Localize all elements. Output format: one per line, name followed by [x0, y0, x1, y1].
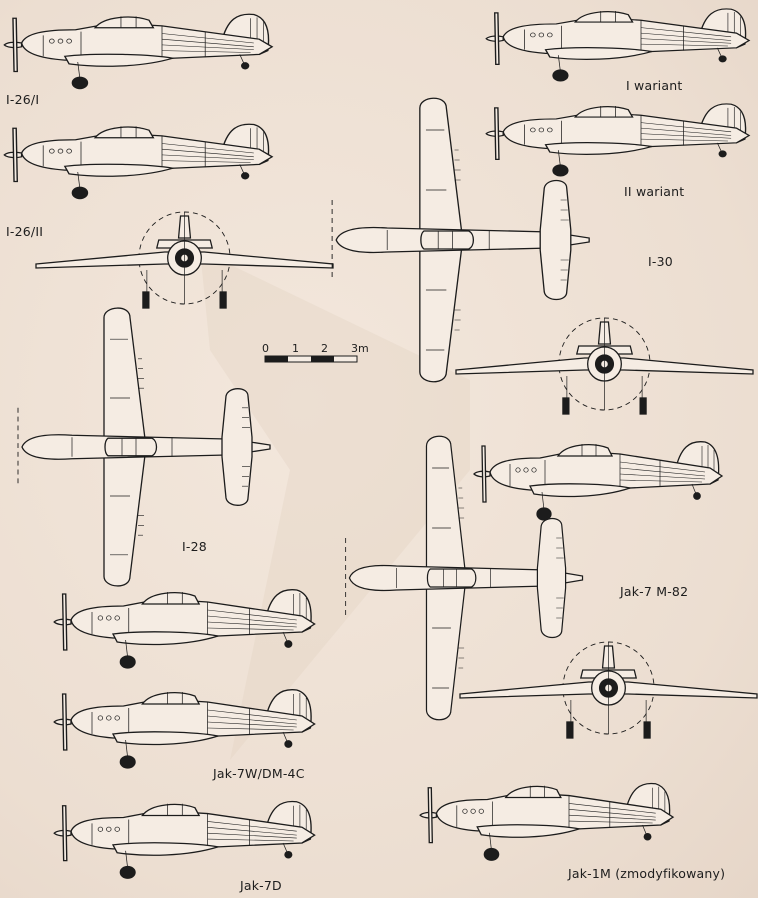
- scale-bar: 0 1 2 3m: [262, 342, 369, 363]
- scale-tick-0: 0: [262, 342, 269, 355]
- label-i26-1: I-26/I: [6, 92, 40, 107]
- variant-2-side-view: [485, 103, 750, 177]
- label-i26-2: I-26/II: [6, 224, 44, 239]
- jak7-m82-side-view: [473, 441, 723, 521]
- scale-tick-2: 2: [321, 342, 328, 355]
- label-variant-1: I wariant: [626, 78, 683, 93]
- jak1m-side-view: [419, 782, 674, 861]
- jak7-m82-front-view: [459, 641, 758, 739]
- label-variant-2: II wariant: [624, 184, 685, 199]
- jak7w-side-view-2: [53, 688, 316, 769]
- label-i28: I-28: [182, 539, 207, 554]
- i26-2-side-view: [3, 123, 273, 200]
- label-jak7d: Jak-7D: [240, 878, 282, 893]
- jak7d-side-view: [53, 800, 316, 879]
- scale-tick-3: 3m: [351, 342, 369, 355]
- label-jak7-m82: Jak-7 M-82: [620, 584, 689, 599]
- i30-front-view: [455, 317, 754, 415]
- label-jak7w: Jak-7W/DM-4C: [213, 766, 305, 781]
- scale-tick-1: 1: [292, 342, 299, 355]
- variant-1-side-view: [485, 8, 750, 82]
- label-jak1m: Jak-1M (zmodyfikowany): [568, 866, 726, 881]
- i26-1-side-view: [3, 13, 273, 90]
- label-i30: I-30: [648, 254, 673, 269]
